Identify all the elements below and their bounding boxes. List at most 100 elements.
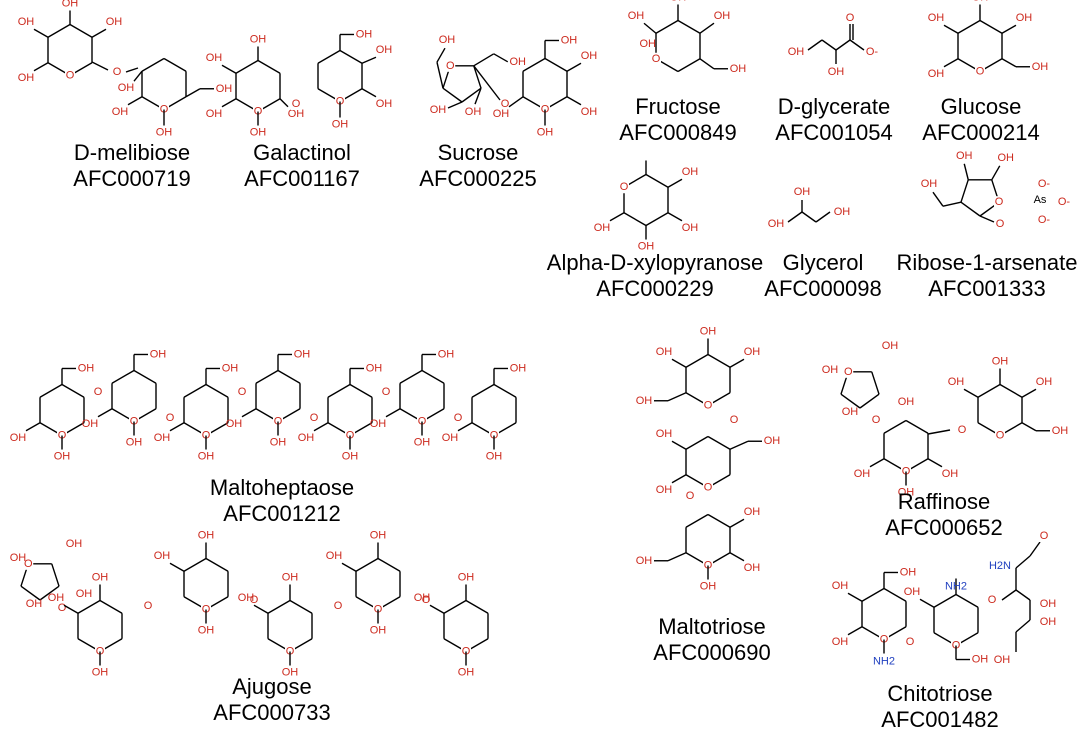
bond <box>643 22 657 34</box>
bond <box>99 599 123 614</box>
bond <box>1001 589 1017 601</box>
bond <box>957 19 981 34</box>
bond <box>933 593 957 608</box>
bond <box>943 58 959 68</box>
hydroxyl-label: OH <box>1036 376 1053 388</box>
compound-id: AFC000214 <box>922 120 1040 145</box>
hydroxyl-label: OH <box>198 451 215 463</box>
label-maltoheptaose: Maltoheptaose AFC001212 <box>210 475 354 527</box>
bond <box>385 408 401 418</box>
bond <box>473 65 482 89</box>
bond <box>341 562 357 572</box>
bond <box>963 388 979 398</box>
hydroxyl-label: OH <box>92 667 109 679</box>
atom-background <box>987 594 997 606</box>
compound-id: AFC001054 <box>775 120 893 145</box>
bond <box>1021 422 1037 432</box>
bond <box>235 59 259 74</box>
atom-background <box>703 481 713 494</box>
atom-background <box>1039 530 1049 542</box>
atom-background <box>333 600 343 612</box>
compound-name: Raffinose <box>897 489 991 514</box>
atom-background <box>112 66 122 78</box>
bond <box>729 518 745 528</box>
compound-name: Maltotriose <box>658 614 766 639</box>
hydroxyl-label: OH <box>1040 616 1057 628</box>
hydroxyl-label: OH <box>921 178 938 190</box>
hydroxyl-label: OH <box>326 550 343 562</box>
hydroxyl-label: OH <box>730 63 747 75</box>
hydroxyl-label: OH <box>282 571 299 583</box>
bond <box>847 626 863 636</box>
bond <box>461 87 482 103</box>
oxide-label: O- <box>1038 178 1051 190</box>
hydroxyl-label: OH <box>342 451 359 463</box>
hydroxyl-label: OH <box>948 376 965 388</box>
hydroxyl-label: OH <box>106 16 123 28</box>
hydroxyl-label: OH <box>206 52 223 64</box>
oxygen-label: O <box>730 414 739 426</box>
atom-background <box>143 600 153 612</box>
hydroxyl-label: OH <box>842 406 859 418</box>
bond <box>979 215 995 223</box>
bond <box>47 23 71 38</box>
bond <box>508 96 524 108</box>
hydroxyl-label: OH <box>636 555 653 567</box>
bond <box>999 383 1023 398</box>
bond <box>442 87 463 103</box>
hydroxyl-label: OH <box>656 346 673 358</box>
bond <box>33 28 49 38</box>
atom-background <box>65 69 75 82</box>
hydroxyl-label: OH <box>628 10 645 22</box>
compound-id: AFC000229 <box>596 276 714 301</box>
hydroxyl-label: OH <box>670 0 687 3</box>
bond <box>493 383 517 398</box>
bond <box>169 562 185 572</box>
atom-background <box>843 365 854 378</box>
hydroxyl-label: OH <box>822 364 839 376</box>
bond <box>787 211 803 223</box>
hydroxyl-label: OH <box>250 33 267 45</box>
hydroxyl-label: OH <box>581 106 598 118</box>
bond <box>133 369 157 384</box>
hydroxyl-label: OH <box>54 451 71 463</box>
bond <box>474 87 482 105</box>
bond <box>253 604 269 614</box>
bond <box>327 383 351 398</box>
bond <box>141 57 165 72</box>
hydroxyl-label: OH <box>640 38 657 50</box>
hydroxyl-label: OH <box>834 206 851 218</box>
structure-chitotriose: OOHOHOHNH2OONH2OHOHOH2NOOHOHOH <box>832 530 1057 668</box>
label-ajugose: Ajugose AFC000733 <box>213 674 330 726</box>
hydroxyl-label: OH <box>486 451 503 463</box>
label-galactinol: Galactinol AFC001167 <box>244 140 360 192</box>
hydroxyl-label: OH <box>744 506 761 518</box>
label-fructose: Fructose AFC000849 <box>619 94 736 146</box>
oxygen-label: O <box>652 53 661 65</box>
bond <box>566 96 582 106</box>
hydroxyl-label: OH <box>900 566 917 578</box>
label-dglycerate: D-glycerate AFC001054 <box>775 94 892 146</box>
bond <box>361 88 377 98</box>
label-maltotriose: Maltotriose AFC000690 <box>653 614 770 666</box>
oxygen-label: O <box>872 414 881 426</box>
compound-name: Fructose <box>635 94 721 119</box>
atom-background <box>995 218 1005 230</box>
bond <box>169 422 185 432</box>
hydroxyl-label: OH <box>439 34 456 46</box>
bond <box>835 39 851 51</box>
bond <box>707 435 731 450</box>
bond <box>69 23 93 38</box>
atom-background <box>685 490 695 502</box>
atom-background <box>445 59 456 72</box>
bond <box>465 599 489 614</box>
hydroxyl-label: OH <box>294 348 311 360</box>
bond <box>25 422 41 432</box>
hydroxyl-label: OH <box>18 16 35 28</box>
compound-name: D-melibiose <box>73 140 191 165</box>
bond <box>883 419 907 434</box>
bond <box>399 369 423 384</box>
bond <box>566 62 582 72</box>
bond <box>349 383 373 398</box>
